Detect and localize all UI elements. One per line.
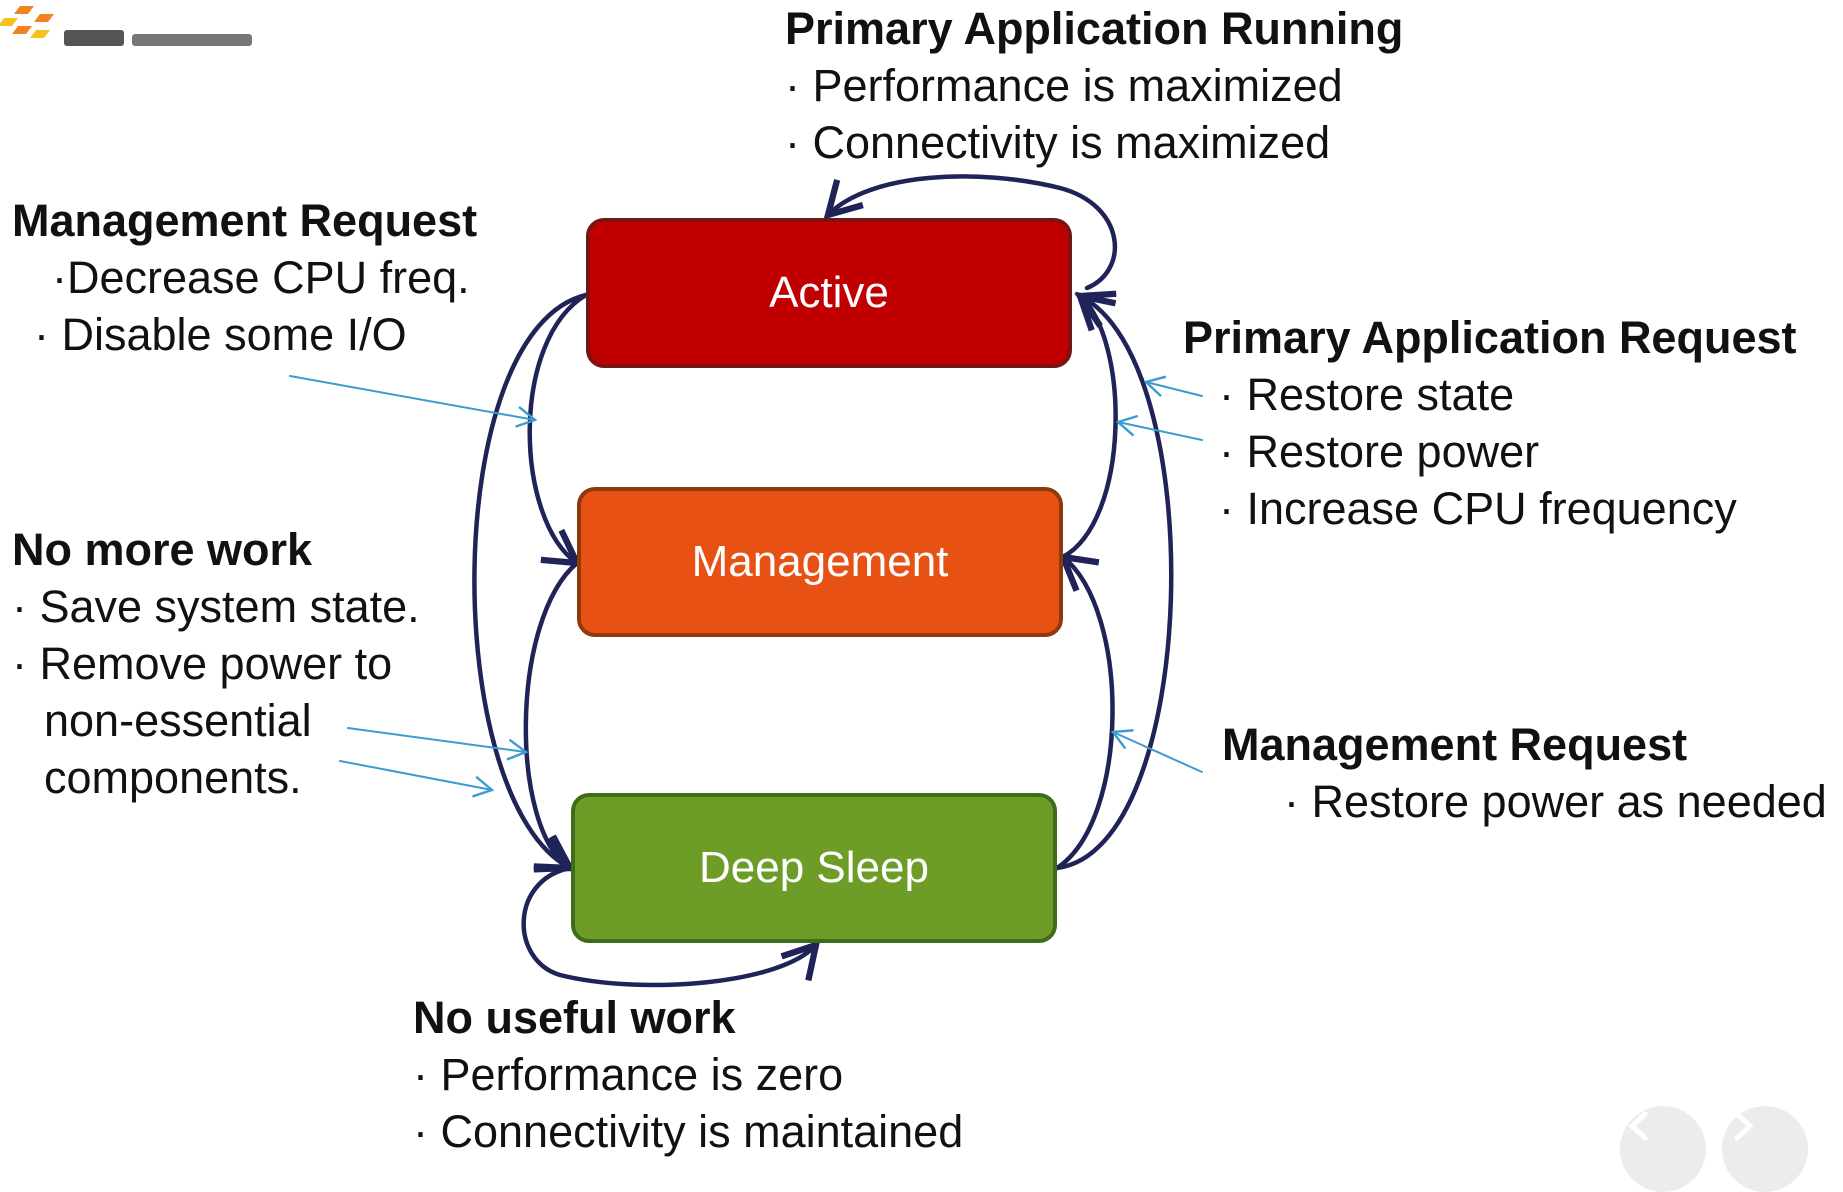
company-logo-icon bbox=[0, 6, 252, 46]
pointer-management-request-right bbox=[1110, 729, 1203, 773]
active-self-loop-arrow bbox=[823, 174, 1118, 291]
annotation-no-useful-work: No useful work · Performance is zero · C… bbox=[413, 989, 963, 1160]
pointer-primary-request-2 bbox=[1115, 414, 1203, 441]
chevron-left-icon bbox=[1628, 1111, 1648, 1141]
annotation-item: · Connectivity is maintained bbox=[413, 1106, 964, 1157]
annotation-item: · Disable some I/O bbox=[34, 309, 407, 360]
annotation-item: ·Decrease CPU freq. bbox=[52, 252, 470, 303]
next-slide-button[interactable] bbox=[1722, 1106, 1808, 1192]
state-active: Active bbox=[586, 218, 1072, 368]
previous-slide-button[interactable] bbox=[1620, 1106, 1706, 1192]
deep-sleep-self-loop-arrow bbox=[521, 865, 821, 988]
annotation-no-more-work: No more work · Save system state. · Remo… bbox=[12, 521, 420, 806]
management-to-deep-sleep-arrow bbox=[523, 560, 580, 872]
annotation-item: · Restore state bbox=[1219, 369, 1515, 420]
state-management: Management bbox=[577, 487, 1063, 637]
transition-arrows bbox=[289, 174, 1203, 988]
pointer-primary-request-1 bbox=[1143, 375, 1203, 397]
annotation-item-continued: components. bbox=[44, 752, 302, 803]
annotation-pointers bbox=[289, 375, 1203, 798]
pointer-no-more-work-2 bbox=[339, 760, 495, 798]
state-transitions bbox=[472, 174, 1174, 988]
annotation-item-continued: non-essential bbox=[44, 695, 312, 746]
annotation-item: · Performance is maximized bbox=[785, 60, 1343, 111]
pointer-management-request-left bbox=[289, 375, 538, 428]
annotation-heading: Primary Application Running bbox=[785, 3, 1404, 54]
annotation-item: · Performance is zero bbox=[413, 1049, 844, 1100]
annotation-management-request-left: Management Request ·Decrease CPU freq. ·… bbox=[12, 192, 477, 363]
annotation-item: · Connectivity is maximized bbox=[785, 117, 1331, 168]
state-deep-sleep: Deep Sleep bbox=[571, 793, 1057, 943]
annotation-item: · Restore power as needed bbox=[1284, 776, 1827, 827]
annotation-item: · Remove power to bbox=[12, 638, 393, 689]
pointer-no-more-work-1 bbox=[347, 727, 529, 761]
annotation-heading: Management Request bbox=[1222, 719, 1688, 770]
deep-sleep-to-active-arrow bbox=[1054, 290, 1174, 871]
annotation-primary-running: Primary Application Running · Performanc… bbox=[785, 0, 1403, 171]
active-to-deep-sleep-arrow bbox=[472, 292, 589, 873]
annotation-primary-request: Primary Application Request · Restore st… bbox=[1183, 309, 1796, 537]
chevron-right-icon bbox=[1734, 1111, 1754, 1141]
annotation-management-request-right: Management Request · Restore power as ne… bbox=[1222, 716, 1827, 830]
annotation-item: · Restore power bbox=[1219, 426, 1540, 477]
annotation-heading: No more work bbox=[12, 524, 313, 575]
annotation-heading: Management Request bbox=[12, 195, 478, 246]
deep-sleep-to-management-arrow bbox=[1054, 553, 1115, 871]
annotation-item: · Increase CPU frequency bbox=[1219, 483, 1737, 534]
annotation-heading: Primary Application Request bbox=[1183, 312, 1797, 363]
annotation-item: · Save system state. bbox=[12, 581, 420, 632]
active-to-management-arrow bbox=[527, 292, 589, 567]
annotation-heading: No useful work bbox=[413, 992, 736, 1043]
